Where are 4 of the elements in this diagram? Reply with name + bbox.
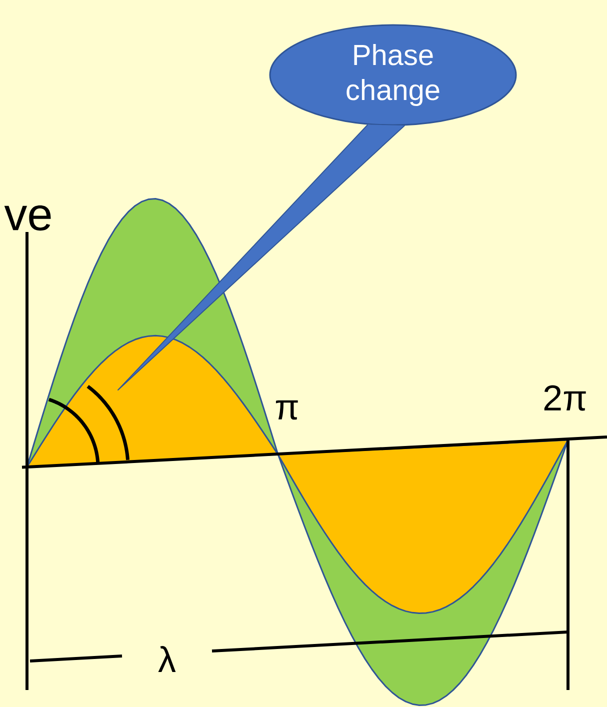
tick-label: 2π (544, 385, 586, 411)
axis-label: ve (4, 205, 51, 231)
callout-bubble: Phase change (118, 24, 517, 390)
wavelength-label: λ (158, 646, 176, 672)
